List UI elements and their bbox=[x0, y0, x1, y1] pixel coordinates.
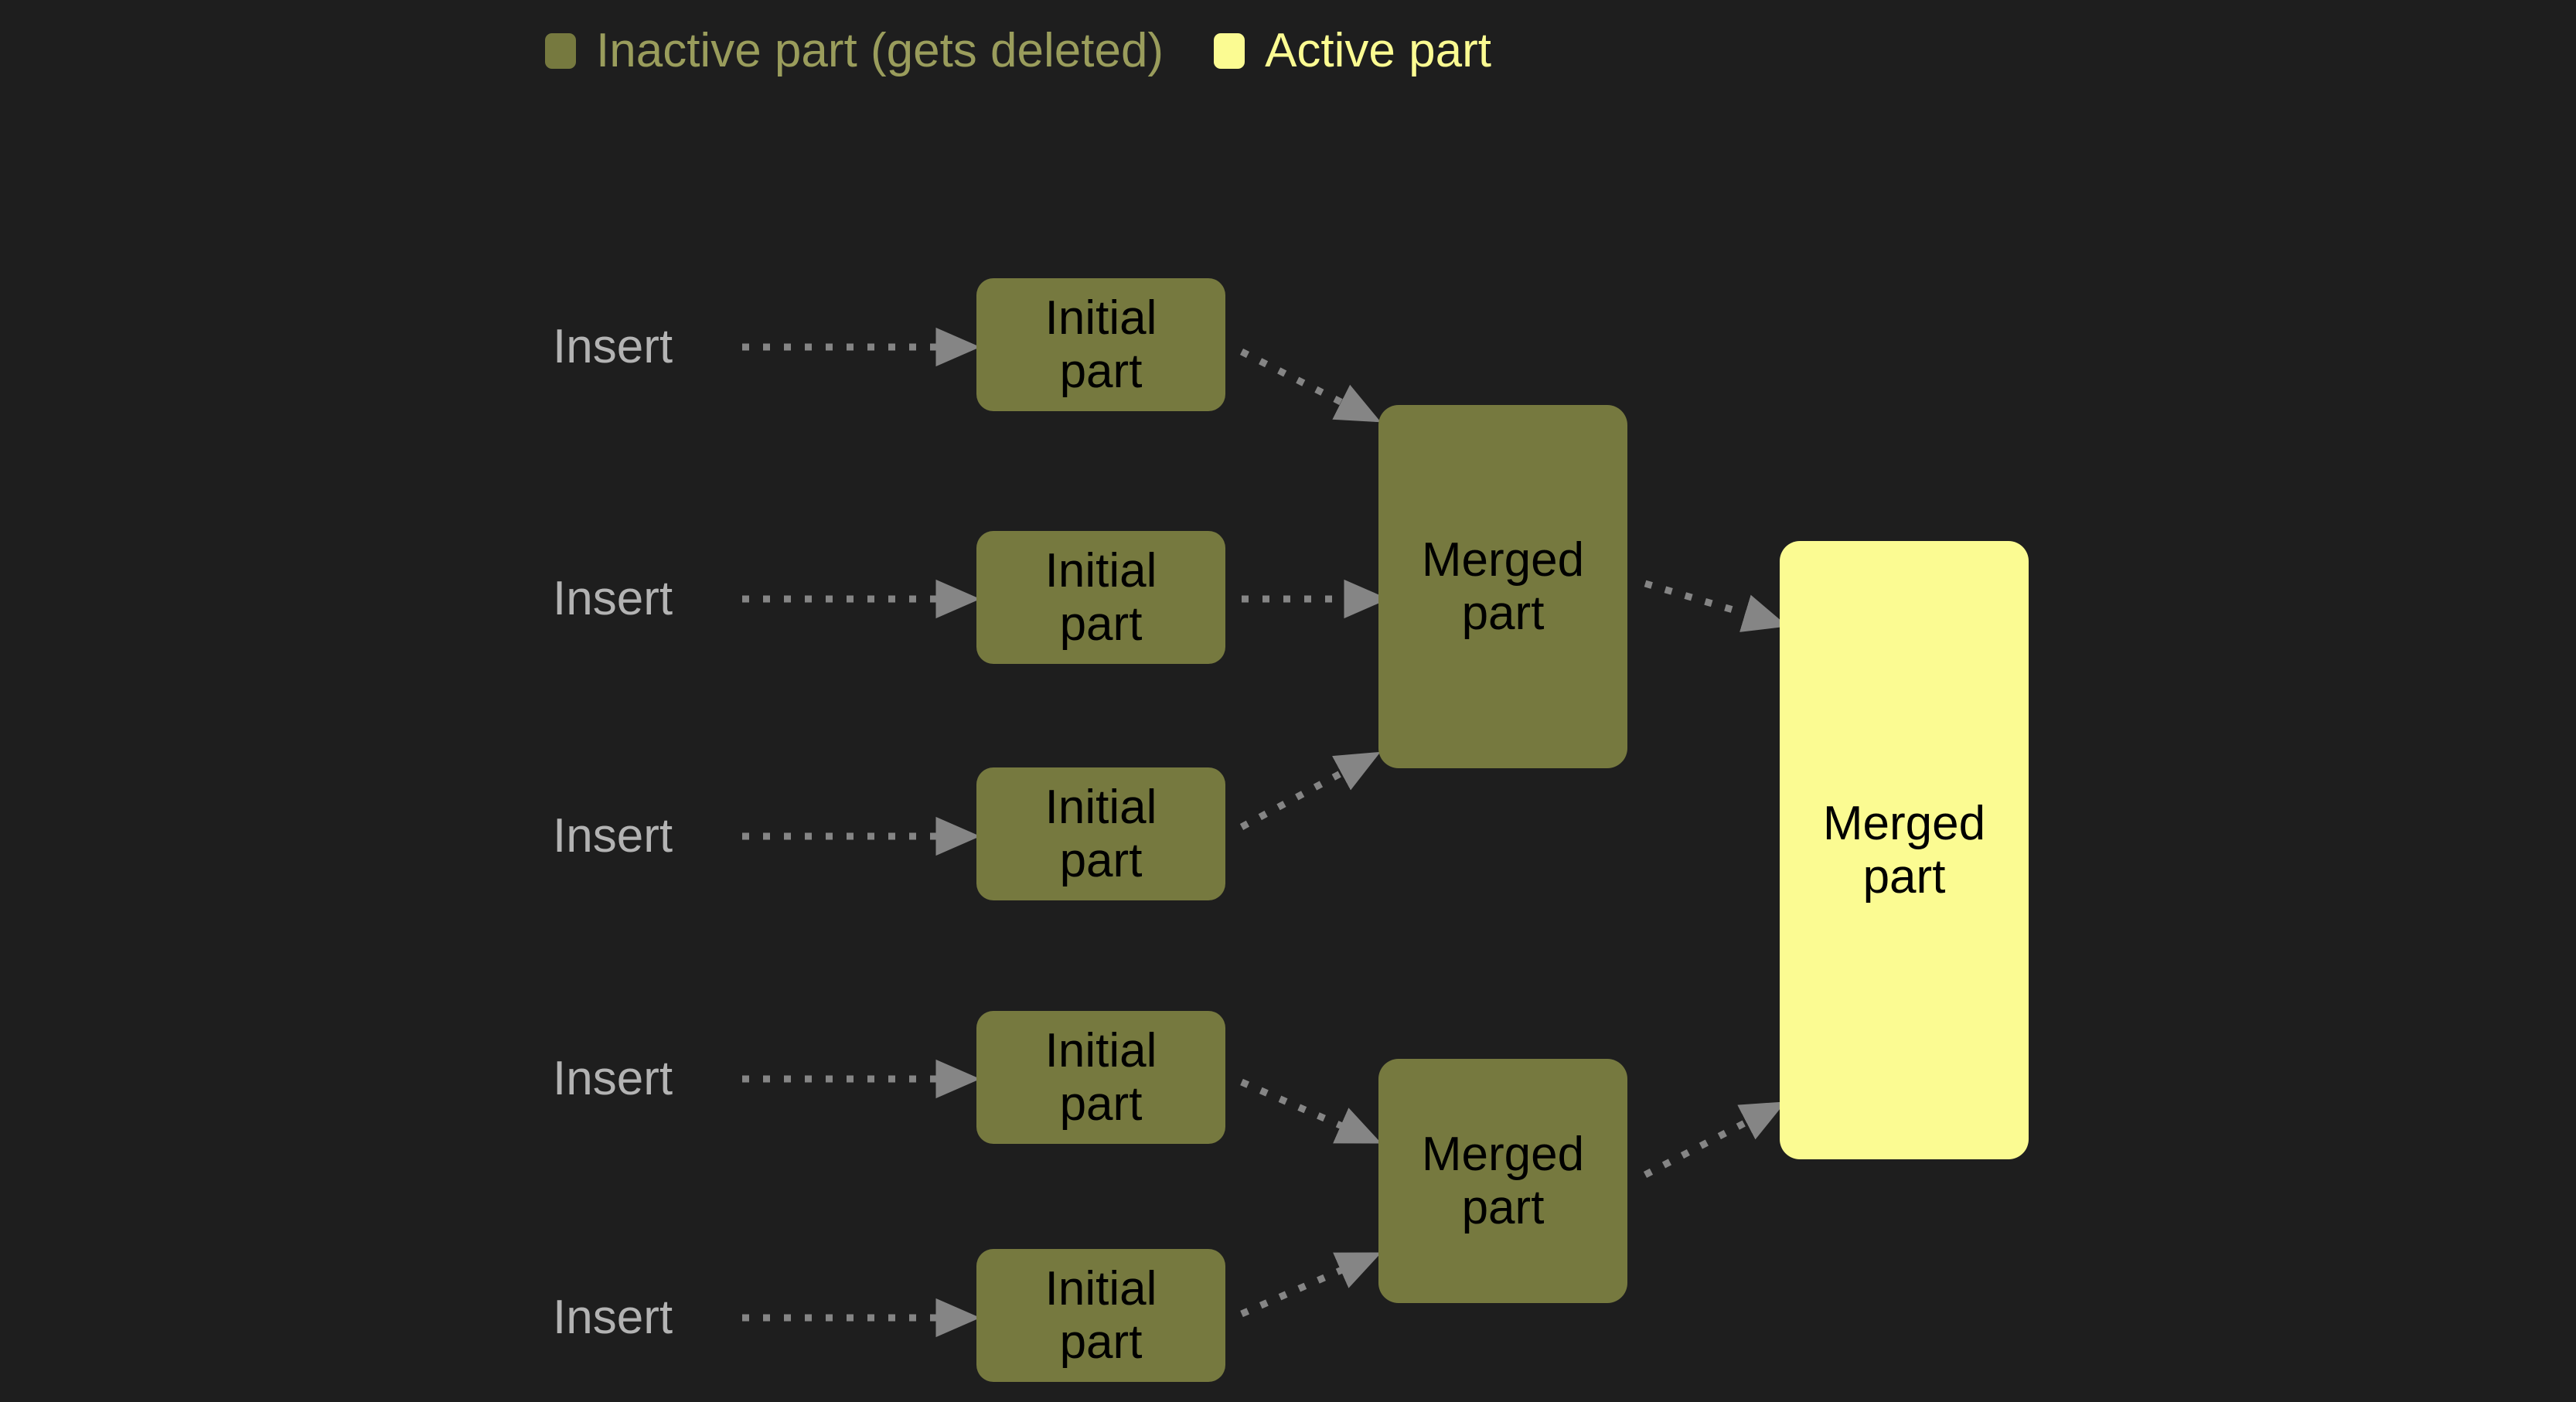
square-swatch-icon bbox=[545, 33, 576, 69]
arrow-initial-5-to-merged-bottom bbox=[1240, 1252, 1382, 1318]
legend-label-inactive: Inactive part (gets deleted) bbox=[596, 24, 1164, 77]
initial-part-box-2[interactable]: Initial part bbox=[976, 531, 1225, 664]
insert-label-1: Insert bbox=[553, 320, 673, 373]
legend-item-inactive: Inactive part (gets deleted) bbox=[545, 27, 1164, 75]
merged-part-box-top[interactable]: Merged part bbox=[1378, 405, 1627, 768]
insert-label-2: Insert bbox=[553, 572, 673, 625]
legend-item-active: Active part bbox=[1214, 27, 1491, 75]
insert-label-3: Insert bbox=[553, 809, 673, 863]
arrow-merged-top-to-final bbox=[1644, 580, 1788, 632]
insert-label-4: Insert bbox=[553, 1052, 673, 1105]
initial-part-box-5[interactable]: Initial part bbox=[976, 1249, 1225, 1382]
initial-part-box-3[interactable]: Initial part bbox=[976, 767, 1225, 900]
arrow-initial-1-to-merged-top bbox=[1239, 348, 1382, 423]
final-merged-part-box[interactable]: Merged part bbox=[1780, 541, 2029, 1159]
legend: Inactive part (gets deleted) Active part bbox=[545, 23, 1491, 79]
initial-part-box-4[interactable]: Initial part bbox=[976, 1011, 1225, 1144]
merged-part-box-bottom[interactable]: Merged part bbox=[1378, 1059, 1627, 1303]
initial-part-box-1[interactable]: Initial part bbox=[976, 278, 1225, 411]
insert-label-5: Insert bbox=[553, 1291, 673, 1344]
arrow-merged-bottom-to-final bbox=[1643, 1101, 1786, 1178]
legend-label-active: Active part bbox=[1265, 24, 1491, 77]
arrow-initial-3-to-merged-top bbox=[1239, 751, 1381, 830]
square-swatch-icon bbox=[1214, 33, 1245, 69]
arrow-initial-4-to-merged-bottom bbox=[1240, 1078, 1382, 1144]
